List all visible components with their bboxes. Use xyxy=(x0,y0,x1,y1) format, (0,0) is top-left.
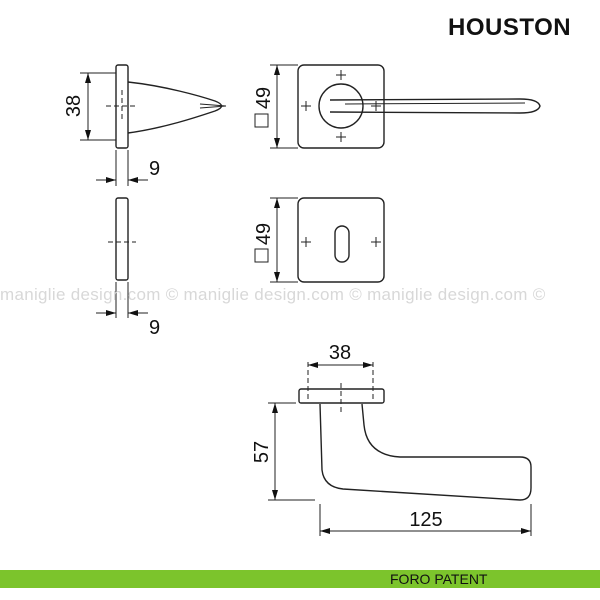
watermark: maniglie design.com © maniglie design.co… xyxy=(0,285,546,304)
footer-bar: FORO PATENT xyxy=(0,570,600,588)
footer-label: FORO PATENT xyxy=(390,571,488,587)
dim-bottom-rose-width: 38 xyxy=(329,342,351,364)
dim-rose-square: 49 xyxy=(253,87,275,109)
front-view-rose: 49 xyxy=(253,64,541,149)
dim-handle-height: 57 xyxy=(251,441,273,463)
dim-escutcheon-square: 49 xyxy=(253,223,275,245)
handle-elevation: 38 57 125 xyxy=(251,342,532,536)
side-view-escutcheon: 9 xyxy=(96,197,160,339)
side-view-handle: 38 9 xyxy=(63,64,227,186)
dim-escutcheon-thickness: 9 xyxy=(149,317,160,339)
front-view-escutcheon: 49 xyxy=(253,197,385,283)
product-title: HOUSTON xyxy=(448,14,572,41)
square-symbol-icon xyxy=(254,248,269,263)
dim-side-rose-thickness: 9 xyxy=(149,158,160,180)
square-symbol-icon xyxy=(254,113,269,128)
dim-side-rose-height: 38 xyxy=(63,95,85,117)
dim-handle-length: 125 xyxy=(409,509,442,531)
